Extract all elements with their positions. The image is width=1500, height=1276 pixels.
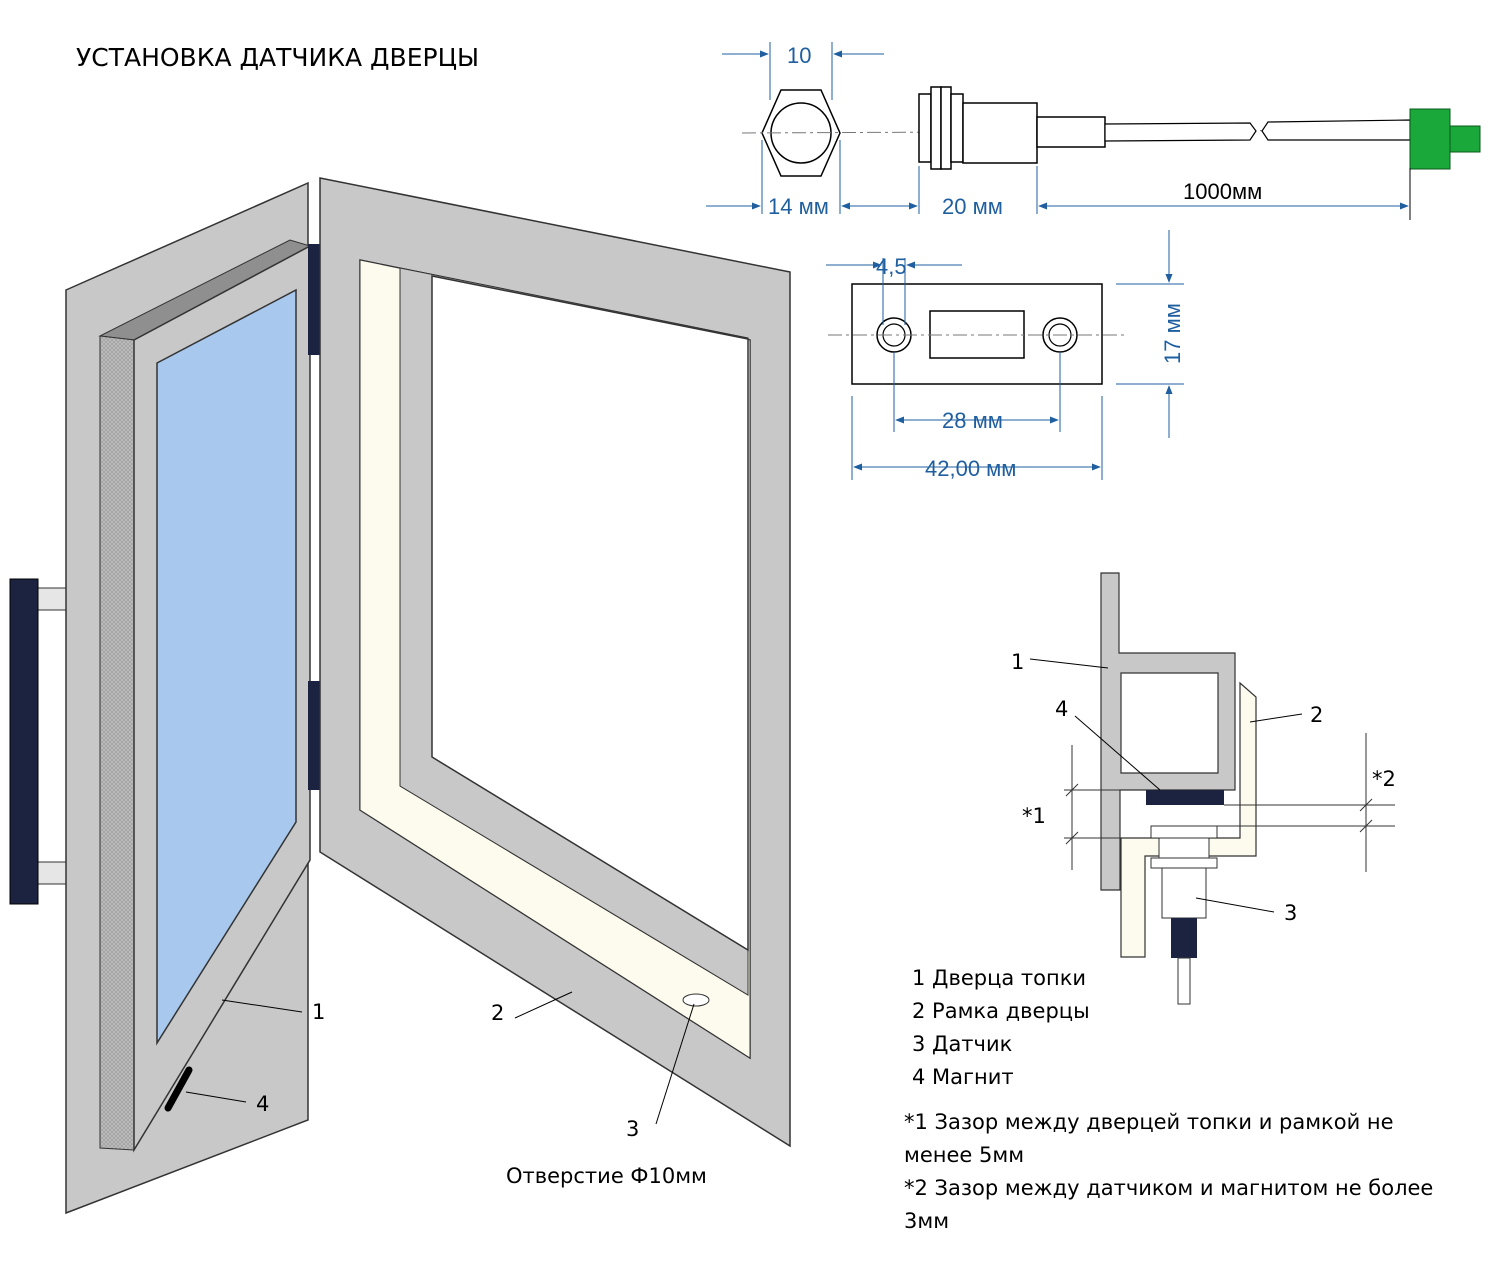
sensor-body: [962, 102, 1038, 164]
sensor-hole: [682, 993, 710, 1007]
gap-label-2: *2: [1372, 767, 1396, 791]
door-assembly: [9, 181, 320, 1215]
section-door: [1100, 572, 1236, 891]
door-handle: [9, 578, 67, 905]
note-1-line-1: *1 Зазор между дверцей топки и рамкой не: [904, 1110, 1394, 1134]
magnet-drawing: 4,5 17 мм 28 мм 42,00 мм: [826, 230, 1185, 481]
door-frame: [319, 177, 791, 1148]
door-glass: [156, 288, 297, 1046]
dim-body-length: 20 мм: [942, 194, 1003, 219]
callout-1: 1: [312, 1000, 325, 1024]
hole-note: Отверстие Ф10мм: [506, 1164, 707, 1188]
section-callout-1: 1: [1011, 650, 1024, 674]
legend-item-door: 1 Дверца топки: [912, 966, 1086, 990]
note-2-line-1: *2 Зазор между датчиком и магнитом не бо…: [904, 1176, 1433, 1200]
legend-item-magnet: 4 Магнит: [912, 1065, 1014, 1089]
section-callout-2: 2: [1310, 703, 1323, 727]
door-mesh-side: [99, 335, 135, 1151]
notes: *1 Зазор между дверцей топки и рамкой не…: [904, 1110, 1433, 1233]
note-2-line-2: 3мм: [904, 1209, 949, 1233]
legend-item-frame: 2 Рамка дверцы: [912, 999, 1090, 1023]
door-magnet: [164, 1066, 193, 1112]
hinge-bottom: [308, 681, 320, 790]
gap-label-1: *1: [1022, 804, 1046, 828]
section-sensor: [1150, 825, 1218, 1005]
callout-4: 4: [256, 1092, 269, 1116]
dim-cable-length: 1000мм: [1183, 179, 1262, 204]
door-callouts: 1 2 3 4 Отверстие Ф10мм: [185, 991, 707, 1188]
section-magnet: [1146, 790, 1224, 805]
dim-length: 42,00 мм: [925, 456, 1016, 481]
connector: [1409, 108, 1451, 170]
sensor-drawing: 10 14 мм 20 мм 1000мм: [706, 42, 1481, 220]
dim-height: 17 мм: [1160, 303, 1185, 364]
dim-hole-spacing: 28 мм: [942, 408, 1003, 433]
note-1-line-2: менее 5мм: [904, 1143, 1024, 1167]
section-callout-3: 3: [1284, 901, 1297, 925]
callout-2: 2: [491, 1001, 504, 1025]
dim-hex-width: 10: [787, 43, 811, 68]
section-callout-4: 4: [1055, 697, 1068, 721]
legend: 1 Дверца топки 2 Рамка дверцы 3 Датчик 4…: [912, 966, 1090, 1089]
frame-opening: [431, 275, 749, 952]
sensor-cable: [1104, 122, 1257, 142]
dim-hole: 4,5: [876, 254, 907, 279]
legend-item-sensor: 3 Датчик: [912, 1032, 1012, 1056]
page-title: УСТАНОВКА ДАТЧИКА ДВЕРЦЫ: [76, 43, 479, 72]
section-view: 1 2 4 3 *1 *2: [1011, 572, 1396, 1005]
dim-hex-across: 14 мм: [768, 194, 829, 219]
callout-3: 3: [626, 1117, 639, 1141]
hinge-top: [308, 244, 320, 355]
